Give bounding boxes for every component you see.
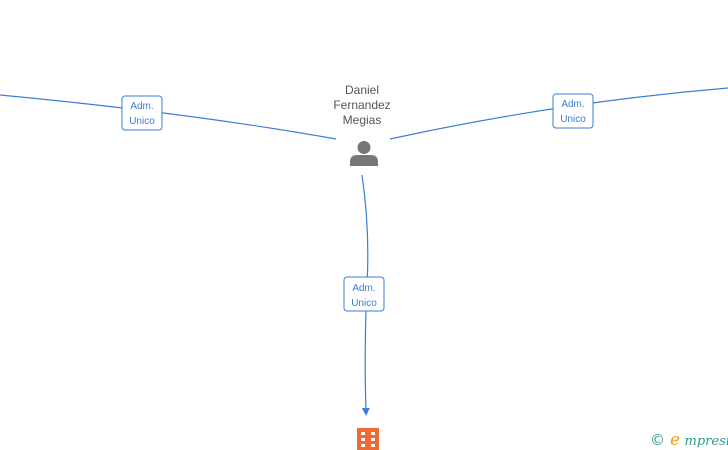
person-name-line1: Daniel xyxy=(345,83,379,97)
relation-label-line2: Unico xyxy=(129,116,155,127)
watermark-logo: © e mpresia xyxy=(650,430,728,450)
person-icon xyxy=(350,141,378,166)
brand-name: e mpresia xyxy=(670,430,728,450)
relation-label-right[interactable]: Adm. Unico xyxy=(552,93,594,129)
relation-label-line1: Adm. xyxy=(130,101,153,112)
relation-label-left[interactable]: Adm. Unico xyxy=(121,95,163,131)
person-name-line2: Fernandez xyxy=(333,98,390,112)
relation-label-line1: Adm. xyxy=(352,283,375,294)
edge-left xyxy=(0,94,337,140)
company-node[interactable] xyxy=(357,428,379,450)
relation-label-line2: Unico xyxy=(351,298,377,309)
person-node[interactable]: Daniel Fernandez Megias xyxy=(333,83,391,166)
building-icon xyxy=(357,428,379,450)
relation-label-line1: Adm. xyxy=(561,99,584,110)
brand-rest: mpresia xyxy=(685,434,728,449)
person-name-line3: Megias xyxy=(343,113,382,127)
brand-first-letter: e xyxy=(670,430,680,450)
relation-label-line2: Unico xyxy=(560,114,586,125)
relation-label-down[interactable]: Adm. Unico xyxy=(343,276,385,312)
copyright-symbol: © xyxy=(650,431,665,449)
